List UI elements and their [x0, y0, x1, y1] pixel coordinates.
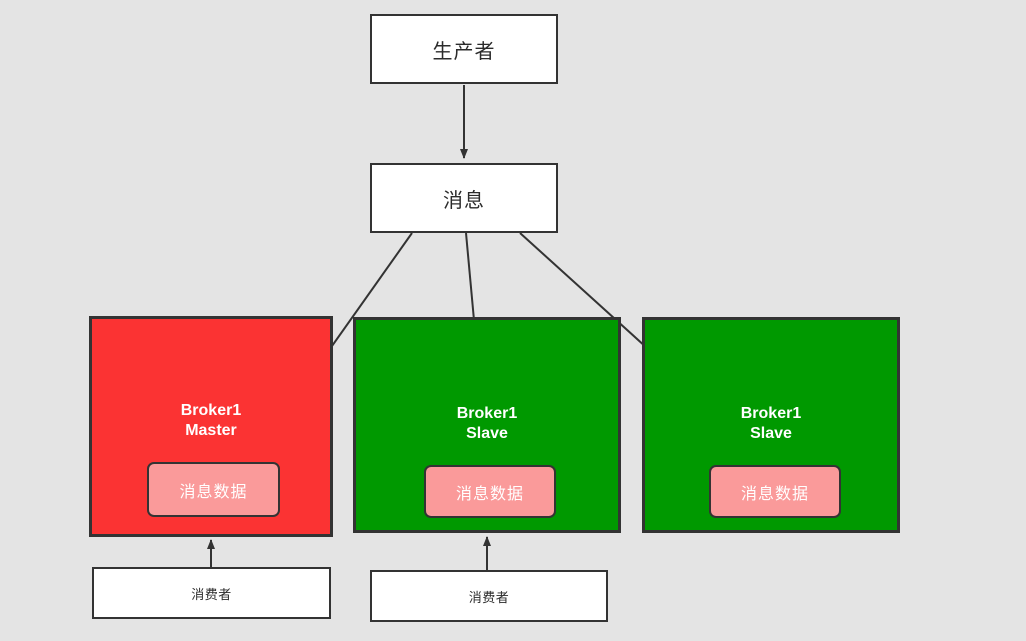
broker-slave-2-data-chip[interactable]: 消息数据	[709, 465, 841, 518]
consumer-1-node[interactable]: 消费者	[92, 567, 331, 619]
consumer-2-label: 消费者	[468, 589, 510, 605]
message-node[interactable]: 消息	[370, 163, 558, 233]
broker-master-title: Broker1 Master	[180, 402, 242, 439]
broker-slave-2-data-label: 消息数据	[740, 485, 809, 503]
broker-master-data-label: 消息数据	[179, 483, 248, 501]
broker-slave-1-title: Broker1 Slave	[456, 405, 518, 442]
broker-slave-2-title: Broker1 Slave	[740, 405, 802, 442]
broker-slave-1-data-chip[interactable]: 消息数据	[424, 465, 556, 518]
consumer-2-node[interactable]: 消费者	[370, 570, 608, 622]
producer-label: 生产者	[432, 40, 496, 63]
message-label: 消息	[443, 189, 485, 212]
consumer-1-label: 消费者	[191, 586, 232, 602]
broker-master-title-wrap: Broker1 Master	[92, 401, 330, 441]
broker-master-node[interactable]: Broker1 Master 消息数据	[89, 316, 333, 537]
broker-slave-1-title-wrap: Broker1 Slave	[356, 404, 618, 444]
broker-slave-2-node[interactable]: Broker1 Slave 消息数据	[642, 317, 900, 533]
broker-master-data-chip[interactable]: 消息数据	[147, 462, 280, 517]
broker-slave-1-node[interactable]: Broker1 Slave 消息数据	[353, 317, 621, 533]
broker-slave-2-title-wrap: Broker1 Slave	[645, 404, 897, 444]
broker-slave-1-data-label: 消息数据	[455, 485, 524, 503]
producer-node[interactable]: 生产者	[370, 14, 558, 84]
